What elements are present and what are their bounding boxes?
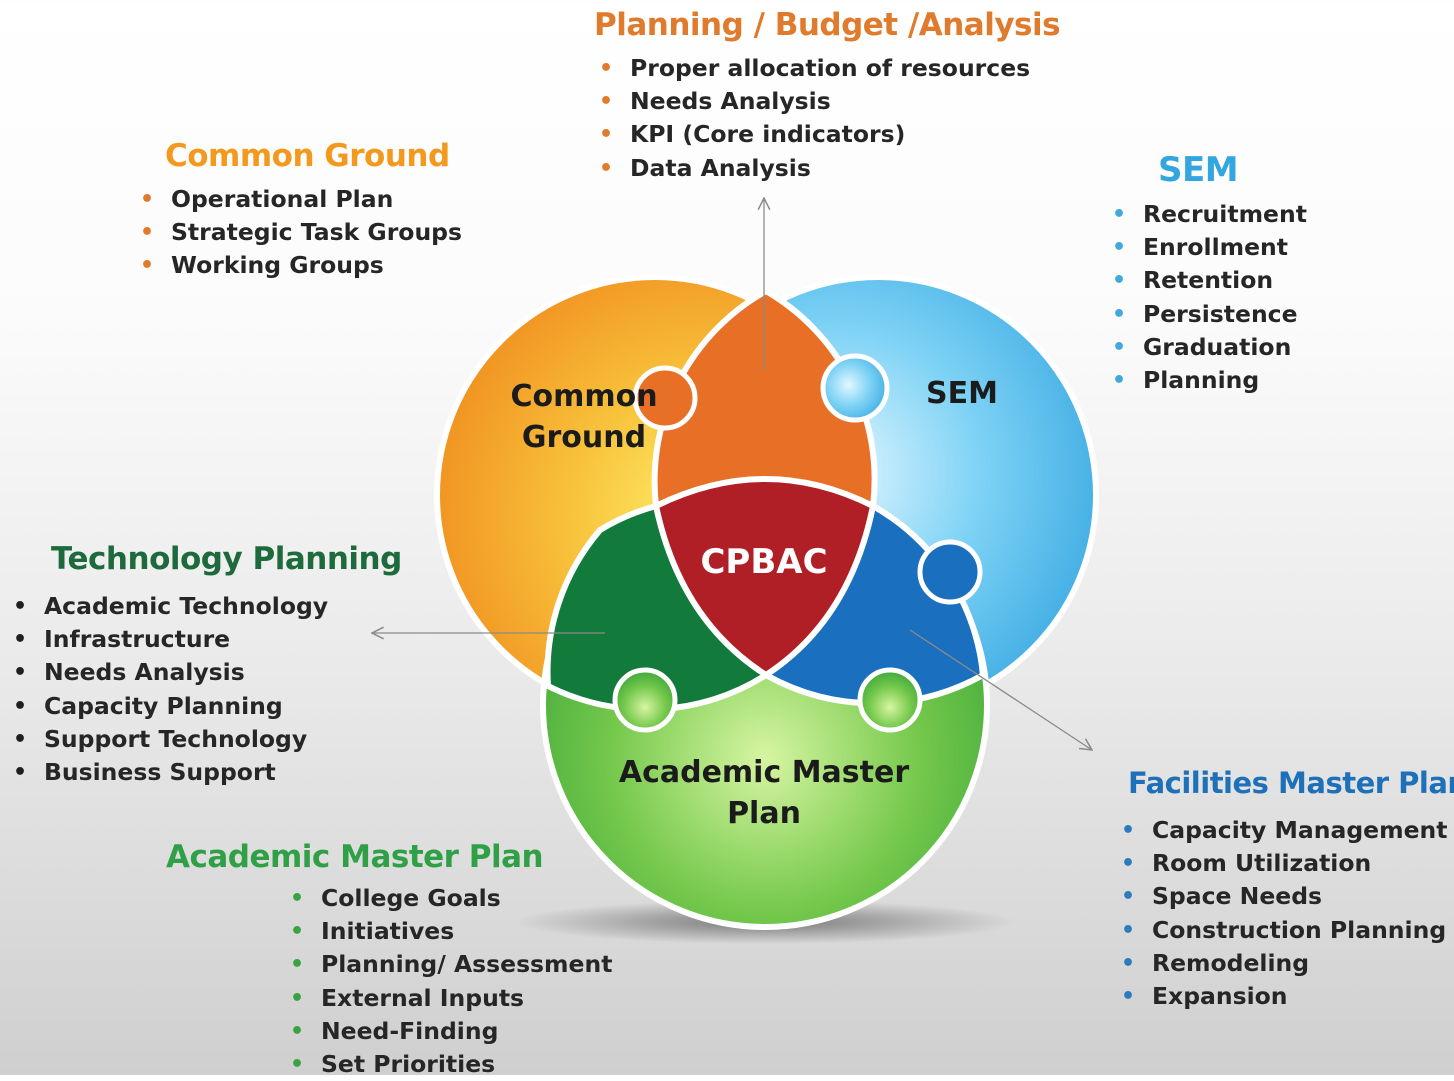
list-item: •Initiatives [290, 915, 612, 948]
sem-list: •Recruitment •Enrollment •Retention •Per… [1112, 198, 1307, 397]
bullet-icon: • [140, 187, 155, 212]
academic-list: •College Goals •Initiatives •Planning/ A… [290, 882, 612, 1081]
bullet-icon: • [290, 1018, 305, 1044]
list-item: •Planning [1112, 364, 1307, 397]
list-item: •Strategic Task Groups [140, 216, 462, 249]
list-item: •Capacity Planning [13, 690, 328, 723]
bullet-icon: • [1121, 818, 1136, 843]
label-academic-master-plan-line2: Plan [727, 796, 801, 831]
bullet-icon: • [1121, 851, 1136, 877]
bullet-icon: • [1112, 334, 1127, 360]
bullet-icon: • [1112, 268, 1127, 294]
bullet-icon: • [1112, 202, 1127, 227]
planning-list: •Proper allocation of resources •Needs A… [599, 52, 1030, 185]
bullet-icon: • [290, 952, 305, 978]
label-sem: SEM [926, 376, 998, 411]
puzzle-knob-planning-right [820, 353, 890, 423]
list-item: •Construction Planning [1121, 914, 1447, 947]
puzzle-knob-planning-left [632, 365, 698, 431]
list-item: •Needs Analysis [599, 85, 1030, 118]
label-common-ground-line2: Ground [522, 420, 646, 455]
bullet-icon: • [140, 253, 155, 279]
list-item: •Graduation [1112, 331, 1307, 364]
list-item: •College Goals [290, 882, 612, 915]
list-item: •Space Needs [1121, 880, 1447, 913]
label-cpbac: CPBAC [700, 542, 827, 582]
list-item: •KPI (Core indicators) [599, 118, 1030, 151]
puzzle-knob-green-left [612, 667, 678, 733]
bullet-icon: • [1121, 983, 1136, 1009]
bullet-icon: • [13, 660, 28, 686]
list-item: •Remodeling [1121, 947, 1447, 980]
center-cpbac-shape [653, 476, 876, 678]
puzzle-knob-facilities [917, 539, 983, 605]
list-item: •Working Groups [140, 249, 462, 282]
list-item: •Proper allocation of resources [599, 52, 1030, 85]
puzzle-knob-green-right [857, 667, 923, 733]
bullet-icon: • [599, 122, 614, 148]
bullet-icon: • [1112, 235, 1127, 261]
list-item: •Data Analysis [599, 152, 1030, 185]
bullet-icon: • [1112, 301, 1127, 327]
list-item: •Capacity Management [1121, 814, 1447, 847]
list-item: •Need-Finding [290, 1015, 612, 1048]
list-item: •Recruitment [1112, 198, 1307, 231]
arrow-to-facilities [909, 629, 1092, 750]
label-common-ground-line1: Common [510, 379, 657, 414]
bullet-icon: • [599, 89, 614, 115]
sem-heading: SEM [1158, 150, 1239, 190]
facilities-heading: Facilities Master Plan [1128, 766, 1454, 800]
label-academic-master-plan-line1: Academic Master [619, 755, 909, 790]
list-item: •Set Priorities [290, 1048, 612, 1081]
bullet-icon: • [1112, 367, 1127, 393]
list-item: •Needs Analysis [13, 656, 328, 689]
list-item: •Room Utilization [1121, 847, 1447, 880]
bullet-icon: • [13, 759, 28, 785]
list-item: •Expansion [1121, 980, 1447, 1013]
bullet-icon: • [290, 886, 305, 911]
bullet-icon: • [13, 627, 28, 653]
bullet-icon: • [1121, 917, 1136, 943]
bullet-icon: • [290, 1051, 305, 1077]
bullet-icon: • [599, 155, 614, 181]
bullet-icon: • [1121, 950, 1136, 976]
lens-technology [544, 503, 769, 713]
bullet-icon: • [290, 985, 305, 1011]
bullet-icon: • [13, 726, 28, 752]
list-item: •Academic Technology [13, 590, 328, 623]
list-item: •Infrastructure [13, 623, 328, 656]
academic-heading: Academic Master Plan [166, 839, 544, 875]
bullet-icon: • [140, 220, 155, 246]
list-item: •Business Support [13, 756, 328, 789]
facilities-list: •Capacity Management •Room Utilization •… [1121, 814, 1447, 1013]
list-item: •Persistence [1112, 298, 1307, 331]
list-item: •Retention [1112, 264, 1307, 297]
technology-heading: Technology Planning [51, 541, 402, 577]
bullet-icon: • [290, 919, 305, 945]
list-item: •Operational Plan [140, 183, 462, 216]
common-ground-list: •Operational Plan •Strategic Task Groups… [140, 183, 462, 283]
list-item: •Enrollment [1112, 231, 1307, 264]
technology-list: •Academic Technology •Infrastructure •Ne… [13, 590, 328, 789]
bullet-icon: • [1121, 884, 1136, 910]
bullet-icon: • [599, 56, 614, 81]
bullet-icon: • [13, 594, 28, 619]
bullet-icon: • [13, 693, 28, 719]
planning-heading: Planning / Budget /Analysis [594, 7, 1061, 43]
list-item: •Support Technology [13, 723, 328, 756]
list-item: •Planning/ Assessment [290, 948, 612, 981]
list-item: •External Inputs [290, 982, 612, 1015]
common-ground-heading: Common Ground [165, 138, 450, 174]
